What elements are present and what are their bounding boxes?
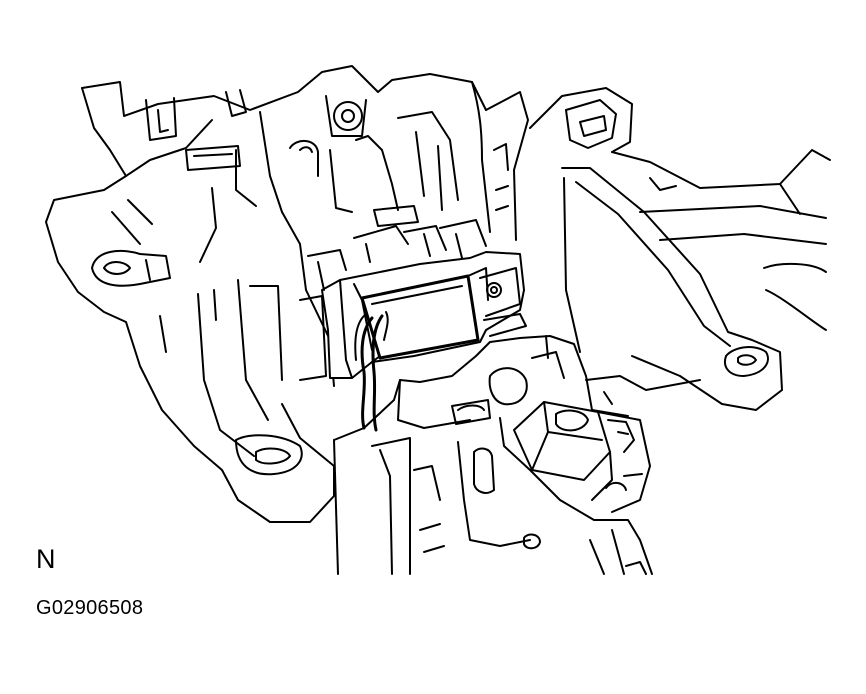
right-detail-lines (585, 375, 701, 417)
figure-code: G02906508 (36, 597, 144, 619)
view-label: N (36, 544, 56, 574)
lower-shift-housing (333, 335, 653, 575)
sensor-module (299, 219, 527, 432)
right-bracket-arm (529, 87, 831, 411)
left-housing (45, 65, 487, 523)
upper-center-section (259, 81, 529, 387)
